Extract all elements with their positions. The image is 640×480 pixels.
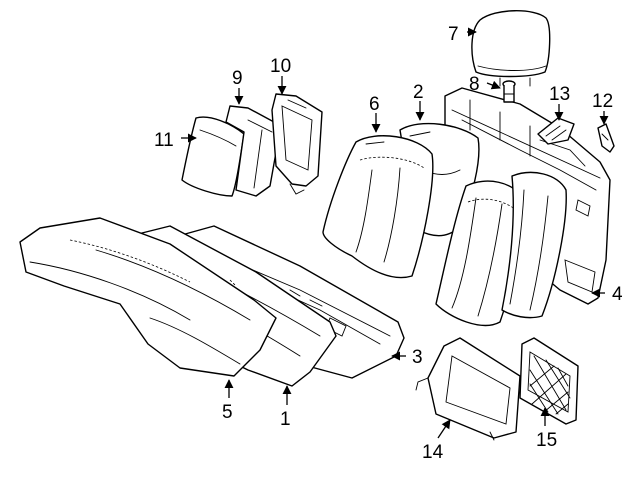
part-11-pad bbox=[181, 116, 245, 197]
callout-12: 12 bbox=[592, 91, 613, 112]
callout-10: 10 bbox=[270, 56, 291, 77]
callout-14: 14 bbox=[422, 442, 444, 463]
leader-lines bbox=[181, 27, 609, 439]
callout-15: 15 bbox=[536, 430, 557, 451]
part-7-headrest bbox=[471, 10, 551, 87]
part-14-tray bbox=[415, 337, 521, 441]
callout-3: 3 bbox=[412, 347, 423, 368]
part-8-guide bbox=[502, 80, 516, 103]
callout-2: 2 bbox=[413, 82, 424, 103]
part-9-cover bbox=[225, 105, 281, 197]
callout-8: 8 bbox=[469, 74, 480, 95]
part-15-net-panel bbox=[519, 337, 579, 425]
part-6-seatback-cover bbox=[322, 135, 434, 279]
callout-1: 1 bbox=[280, 409, 291, 430]
callout-labels: 7 8 9 10 11 6 2 13 12 4 3 5 1 14 15 bbox=[154, 24, 623, 463]
callout-9: 9 bbox=[232, 68, 243, 89]
callout-6: 6 bbox=[369, 94, 380, 115]
seatback-cover-right-2 bbox=[501, 171, 567, 319]
callout-7: 7 bbox=[448, 24, 459, 45]
part-12-clip bbox=[597, 123, 615, 153]
callout-4: 4 bbox=[612, 284, 623, 305]
part-10-frame bbox=[271, 93, 323, 195]
part-5-seat-cushion bbox=[19, 217, 277, 377]
callout-5: 5 bbox=[222, 402, 233, 423]
callout-11: 11 bbox=[154, 130, 174, 151]
callout-13: 13 bbox=[549, 84, 570, 105]
